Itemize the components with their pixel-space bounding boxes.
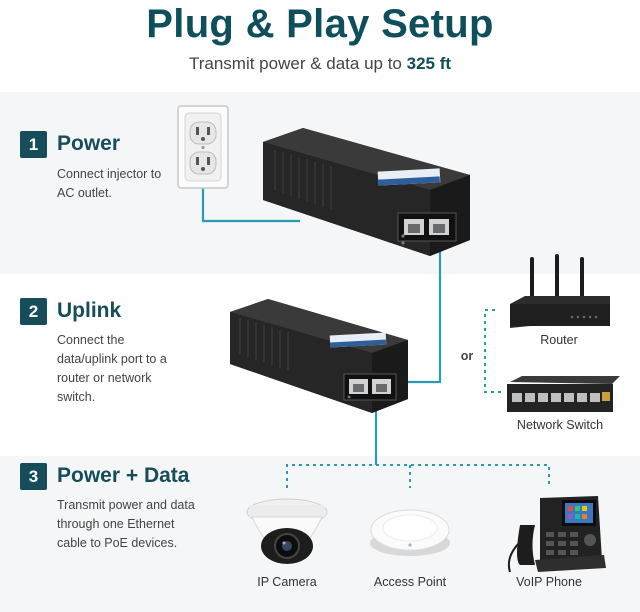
step-2-badge: 2 bbox=[20, 298, 47, 325]
step-2-description: Connect the data/uplink port to a router… bbox=[57, 333, 167, 404]
step-3-badge: 3 bbox=[20, 463, 47, 490]
ip-camera-label: IP Camera bbox=[257, 575, 317, 589]
section-power-data-band bbox=[0, 456, 640, 612]
access-point-icon bbox=[370, 509, 450, 556]
step-1-badge: 1 bbox=[20, 131, 47, 158]
poe-injector-icon bbox=[230, 299, 408, 413]
step-1-title: Power bbox=[57, 132, 121, 155]
router-label: Router bbox=[540, 333, 578, 347]
subtitle-prefix: Transmit power & data up to bbox=[188, 54, 407, 73]
page-subtitle: Transmit power & data up to 325 ft bbox=[0, 54, 640, 74]
subtitle-distance: 325 ft bbox=[406, 54, 452, 73]
step-3-description: Transmit power and data through one Ethe… bbox=[57, 498, 195, 550]
page-title: Plug & Play Setup bbox=[146, 2, 494, 46]
or-label: or bbox=[460, 349, 474, 363]
step-1-description: Connect injector to AC outlet. bbox=[57, 167, 162, 200]
power-cable bbox=[201, 187, 300, 223]
voip-phone-icon bbox=[507, 496, 606, 573]
wall-outlet-icon bbox=[177, 105, 229, 189]
poe-injector-icon bbox=[263, 128, 470, 256]
step-2-title: Uplink bbox=[57, 299, 122, 322]
ip-camera-icon bbox=[246, 498, 328, 564]
network-switch-icon bbox=[507, 376, 620, 412]
voip-phone-label: VoIP Phone bbox=[516, 575, 582, 589]
access-point-label: Access Point bbox=[373, 575, 447, 589]
device-branch-lines bbox=[286, 464, 550, 488]
network-switch-label: Network Switch bbox=[516, 418, 604, 432]
router-switch-bracket bbox=[484, 309, 505, 393]
router-icon bbox=[510, 254, 610, 328]
step-3-title: Power + Data bbox=[57, 464, 190, 487]
